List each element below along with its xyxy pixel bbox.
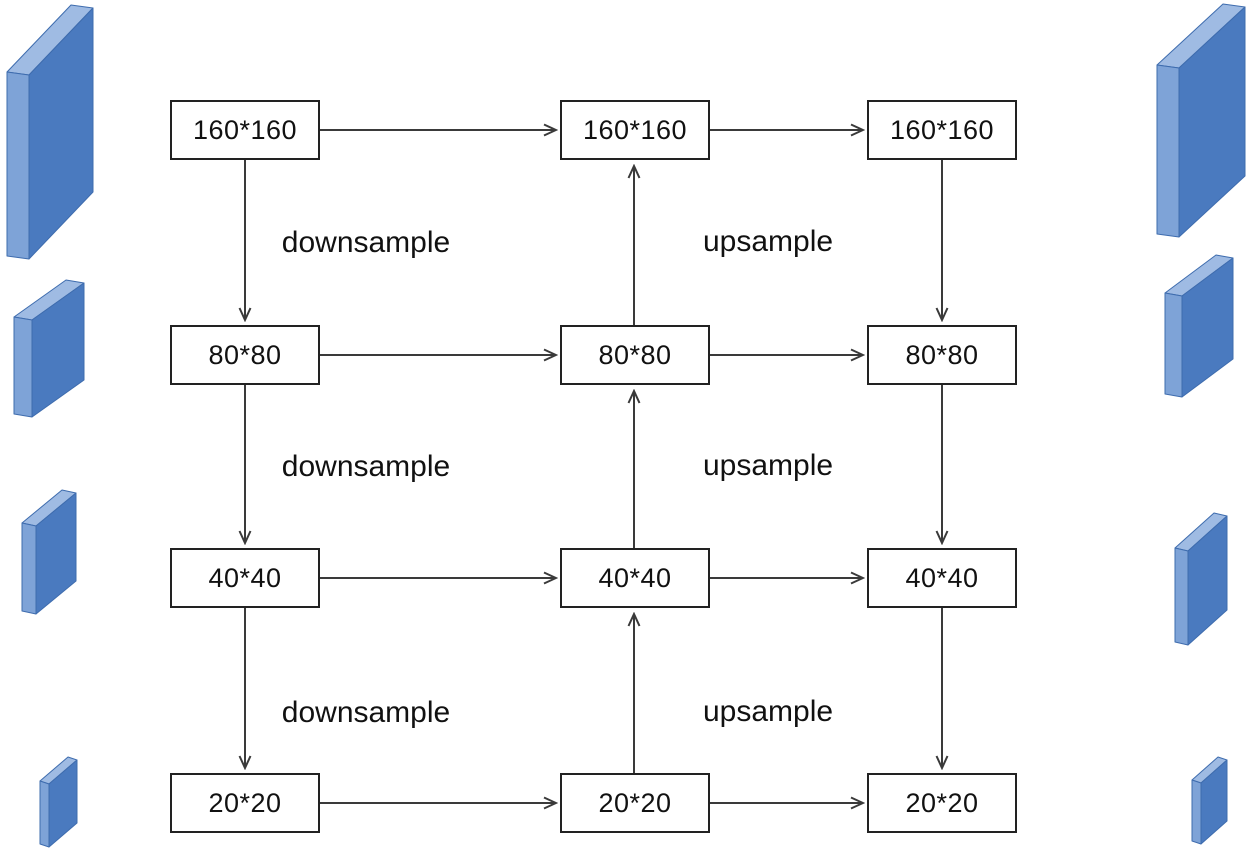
slab-front-face (28, 7, 94, 260)
downsample-label-3: downsample (281, 696, 451, 729)
upsample-label-3: upsample (702, 695, 834, 728)
downsample-label-2: downsample (281, 450, 451, 483)
slab-side-face (21, 522, 37, 615)
slab-right-row1-icon (1156, 3, 1246, 238)
slab-side-face (1174, 547, 1189, 646)
slab-side-face (1191, 779, 1202, 845)
upsample-label-1: upsample (702, 225, 834, 258)
slab-right-row2-icon (1164, 254, 1234, 398)
slab-right-row3-icon (1174, 512, 1228, 646)
node-row2-col2: 80*80 (560, 325, 710, 385)
slab-front-face (35, 492, 77, 615)
slab-left-row4-icon (39, 756, 78, 848)
node-row3-col3: 40*40 (867, 548, 1017, 608)
node-row2-col3: 80*80 (867, 325, 1017, 385)
slab-front-face (1187, 515, 1228, 646)
slab-front-face (31, 282, 85, 418)
slab-side-face (1156, 64, 1180, 238)
node-row1-col3: 160*160 (867, 100, 1017, 160)
slab-front-face (48, 759, 78, 848)
node-row4-col2: 20*20 (560, 773, 710, 833)
slab-side-face (6, 71, 30, 260)
node-row3-col1: 40*40 (170, 548, 320, 608)
slab-side-face (39, 780, 50, 848)
slab-left-row2-icon (13, 279, 85, 418)
node-row3-col2: 40*40 (560, 548, 710, 608)
slab-right-row4-icon (1191, 756, 1228, 845)
node-row1-col2: 160*160 (560, 100, 710, 160)
upsample-label-2: upsample (702, 449, 834, 482)
slab-front-face (1181, 257, 1234, 398)
slab-left-row3-icon (21, 489, 77, 615)
node-row4-col3: 20*20 (867, 773, 1017, 833)
node-row2-col1: 80*80 (170, 325, 320, 385)
slab-left-row1-icon (6, 4, 94, 260)
slab-front-face (1200, 759, 1228, 845)
slab-side-face (13, 316, 33, 418)
downsample-label-1: downsample (281, 226, 451, 259)
node-row1-col1: 160*160 (170, 100, 320, 160)
slab-front-face (1178, 6, 1246, 238)
slab-side-face (1164, 292, 1183, 398)
node-row4-col1: 20*20 (170, 773, 320, 833)
